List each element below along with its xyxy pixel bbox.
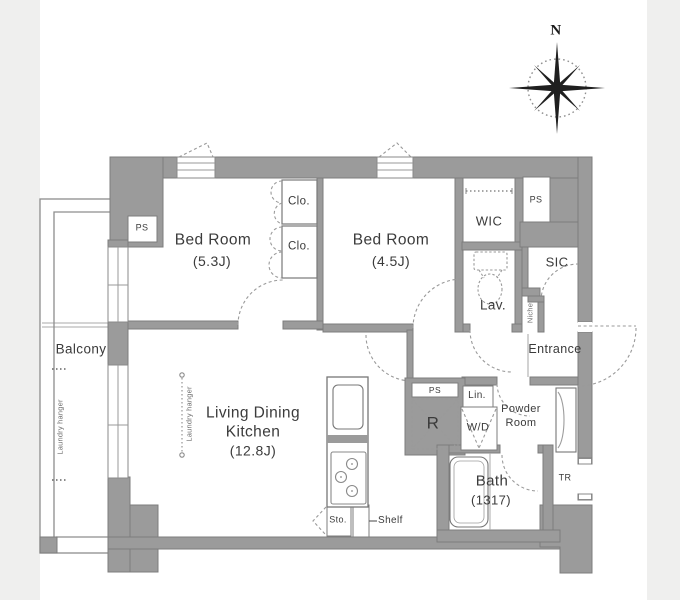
ps-top-right-box [522, 176, 551, 223]
fixtures [52, 188, 577, 530]
ldk-door-arc [365, 334, 413, 382]
balcony-end-wall [39, 536, 58, 554]
washer-door-fold [461, 408, 497, 449]
bath-name: Bath [475, 472, 509, 490]
bath-size: (1317) [471, 492, 511, 508]
bedroom2-size: (4.5J) [371, 253, 411, 269]
powder-line1: Powder [501, 403, 541, 415]
ps-mid-label: PS [428, 384, 442, 395]
refrigerator-label: R [426, 413, 440, 433]
compass-north-label: N [550, 22, 562, 39]
bedroom1-name: Bed Room [174, 231, 252, 249]
ps-left-label: PS [135, 222, 149, 233]
closet1-bifold [270, 180, 283, 225]
balcony-laundry-hanger-label: Laundry hanger [55, 399, 65, 455]
tr-window [579, 459, 591, 499]
storage-bifold [312, 506, 327, 536]
window-vent-1 [178, 142, 214, 158]
powder-line2: Room [505, 417, 537, 429]
ps-mid-box [411, 382, 459, 398]
ps-left-box [127, 215, 158, 243]
ldk-name-line2: Kitchen [225, 423, 281, 441]
entrance-label: Entrance [528, 341, 582, 356]
closet2-bifold [268, 226, 283, 279]
shelf-label: Shelf [378, 515, 403, 526]
bedroom2-door-arc [412, 278, 463, 329]
stove [330, 451, 367, 505]
bathtub [449, 456, 489, 528]
toilet [473, 251, 508, 271]
wic-label: WIC [475, 213, 503, 229]
entrance-door-arc [577, 325, 637, 387]
bath-door-arc [501, 454, 539, 492]
powder-door-arc [496, 383, 531, 417]
bedroom2-name: Bed Room [352, 231, 430, 249]
lav-door-arc [469, 329, 513, 373]
linen-label: Lin. [468, 390, 486, 401]
ldk-size: (12.8J) [229, 442, 277, 459]
entrance-door-opening [578, 322, 592, 332]
lav-label: Lav. [479, 297, 507, 313]
ldk-label: Living Dining Kitchen (12.8J) [206, 404, 300, 461]
ldk-name-line1: Living Dining [206, 404, 300, 422]
powder-room-label: Powder Room [501, 402, 541, 430]
vanity [555, 387, 577, 453]
balcony-label: Balcony [55, 341, 107, 357]
ps-top-right-label: PS [529, 194, 543, 205]
closet2-label: Clo. [287, 240, 311, 253]
sic-door-arc [540, 263, 579, 302]
closet1-label: Clo. [287, 195, 311, 208]
shelf-box [352, 504, 370, 538]
window-vent-2 [378, 142, 412, 158]
kitchen-sink [332, 384, 364, 430]
compass-icon [509, 42, 605, 134]
dashed-elements [178, 142, 637, 536]
closet-boxes [281, 179, 318, 279]
washer-dryer-box [460, 406, 498, 451]
tr-label: TR [558, 472, 572, 483]
bedroom1-size: (5.3J) [192, 253, 232, 269]
windows-and-boxes [107, 156, 592, 538]
bedroom1-door-arc [237, 279, 284, 326]
washer-dryer-label: W/D [466, 421, 490, 434]
storage-label: Sto. [329, 514, 347, 525]
sic-label: SIC [545, 254, 569, 270]
niche-label: Niche [525, 302, 535, 324]
ldk-laundry-hanger-label: Laundry hanger [184, 386, 194, 442]
